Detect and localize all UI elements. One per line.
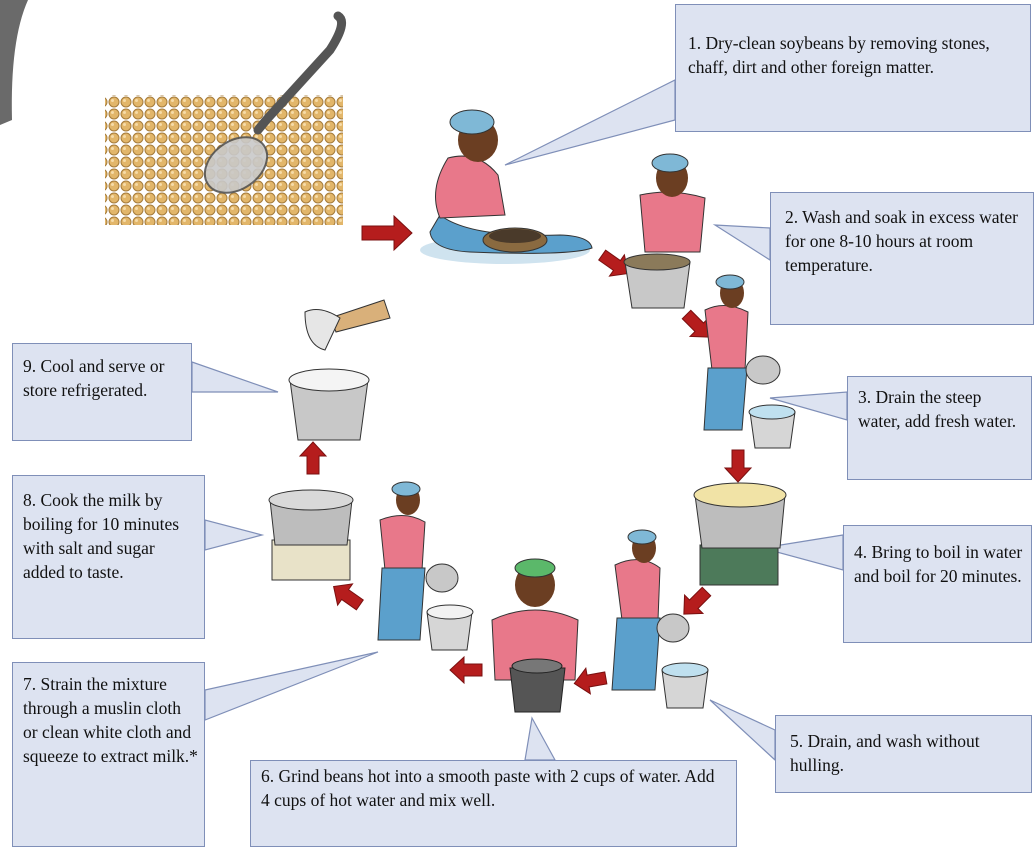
step-1-callout: 1. Dry-clean soybeans by removing stones…	[675, 4, 1031, 132]
step-5-text: 5. Drain, and wash without hulling.	[790, 729, 1023, 777]
pot-boiling-on-stove-illustration	[694, 483, 786, 585]
step-7-callout: 7. Strain the mixture through a muslin c…	[12, 662, 205, 847]
arrow-step7-to-step8	[326, 576, 367, 616]
step-5-callout: 5. Drain, and wash without hulling.	[775, 715, 1032, 793]
pointer-step-5	[710, 700, 775, 760]
woman-cleaning-soybeans-illustration	[420, 110, 592, 264]
step-4-text: 4. Bring to boil in water and boil for 2…	[854, 540, 1023, 588]
arrow-beans-to-step1	[362, 216, 412, 250]
arrow-step6-to-step7	[450, 657, 482, 683]
corner-decoration	[0, 0, 28, 125]
woman-soaking-soybeans-illustration	[624, 154, 705, 308]
step-6-callout: 6. Grind beans hot into a smooth paste w…	[250, 760, 737, 847]
woman-grinding-beans-illustration	[492, 559, 578, 712]
pointer-step-1	[505, 80, 675, 165]
pointer-step-8	[205, 520, 262, 550]
pointer-step-2	[715, 225, 770, 260]
arrow-step3-to-step4	[725, 450, 751, 482]
step-6-text: 6. Grind beans hot into a smooth paste w…	[261, 764, 726, 812]
arrow-step5-to-step6	[572, 665, 608, 696]
woman-straining-milk-illustration	[378, 482, 473, 650]
pot-cooking-milk-illustration	[269, 490, 353, 580]
step-3-callout: 3. Drain the steep water, add fresh wate…	[847, 376, 1032, 480]
woman-washing-beans-illustration	[612, 530, 708, 708]
pointer-step-7	[205, 652, 378, 720]
step-1-text: 1. Dry-clean soybeans by removing stones…	[688, 31, 1020, 79]
step-8-text: 8. Cook the milk by boiling for 10 minut…	[23, 488, 198, 584]
step-9-text: 9. Cool and serve or store refrigerated.	[23, 354, 185, 402]
step-9-callout: 9. Cool and serve or store refrigerated.	[12, 343, 192, 441]
step-7-text: 7. Strain the mixture through a muslin c…	[23, 672, 198, 768]
pointer-step-6	[525, 718, 555, 760]
arrow-step8-to-step9	[300, 442, 326, 474]
step-2-text: 2. Wash and soak in excess water for one…	[785, 205, 1025, 277]
pot-cooling-milk-illustration	[289, 300, 390, 440]
step-2-callout: 2. Wash and soak in excess water for one…	[770, 192, 1034, 325]
step-3-text: 3. Drain the steep water, add fresh wate…	[858, 385, 1023, 433]
step-4-callout: 4. Bring to boil in water and boil for 2…	[843, 525, 1032, 643]
step-8-callout: 8. Cook the milk by boiling for 10 minut…	[12, 475, 205, 639]
pointer-step-9	[192, 362, 278, 392]
